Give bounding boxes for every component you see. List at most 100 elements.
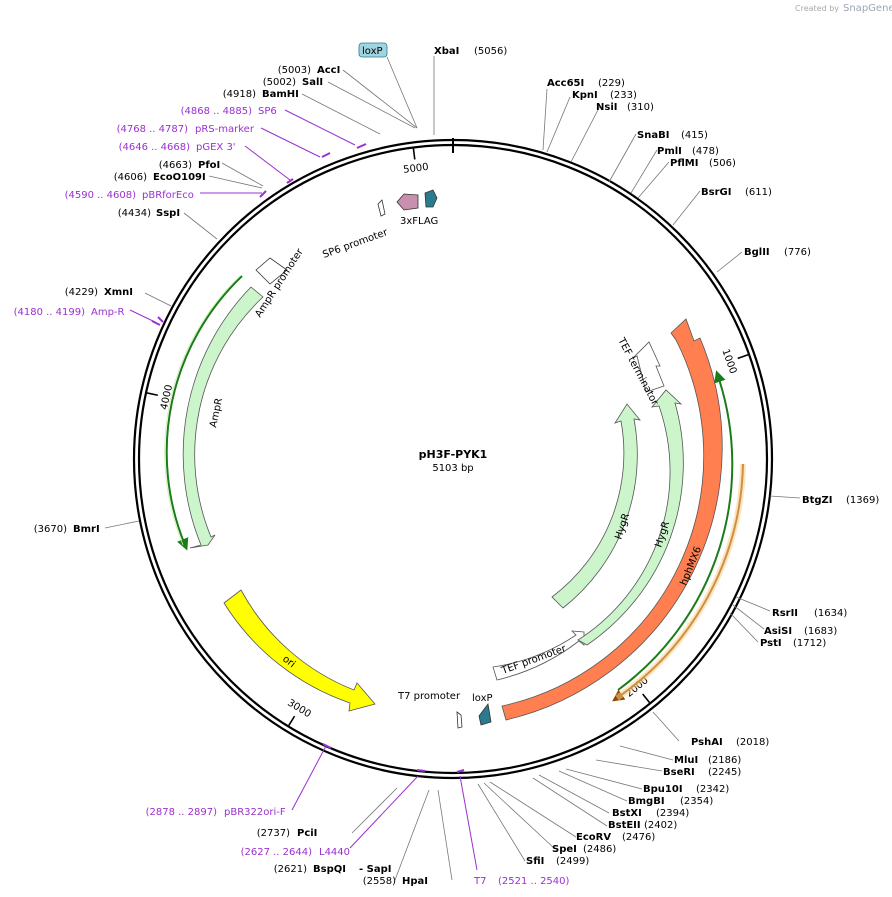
feature-arrow-pink (396, 193, 419, 211)
primer-name: T7 (473, 876, 486, 887)
map-title: pH3F-PYK1 5103 bp (419, 448, 488, 474)
site-name: PfoI (198, 160, 220, 171)
primer-name: Amp-R (91, 307, 125, 318)
backbone-tick-label: 3000 (285, 698, 312, 721)
site-name: BspQI (313, 864, 346, 875)
orf-ampr (165, 275, 243, 551)
site-alias: - SapI (359, 864, 391, 875)
feature-arc-ori (223, 589, 376, 712)
site-name: PshAI (691, 737, 723, 748)
site-pos: (478) (692, 146, 719, 157)
site-name: RsrII (772, 608, 798, 619)
site-name: BglII (744, 247, 770, 258)
features (164, 189, 746, 729)
feature-label-sp6-promoter: SP6 promoter (321, 227, 390, 261)
primer-name: SP6 (258, 106, 277, 117)
site-pos: (310) (627, 102, 654, 113)
feature-label-ampr-promoter: AmpR promoter (253, 246, 306, 319)
site-name: BseRI (663, 767, 695, 778)
site-pos: (229) (598, 78, 625, 89)
site-name: SnaBI (637, 130, 669, 141)
plasmid-name: pH3F-PYK1 (419, 448, 488, 461)
site-pos: (233) (610, 90, 637, 101)
site-pos: (2186) (708, 755, 741, 766)
primer-name: pBR322ori-F (224, 807, 286, 818)
site-name: XmnI (104, 287, 133, 298)
site-name: SpeI (552, 844, 577, 855)
primer-name: pBRforEco (142, 190, 194, 201)
feature-arc-hygr-inner (551, 403, 641, 609)
credit-prefix: Created by (795, 4, 839, 13)
site-pos: (2402) (644, 820, 677, 831)
feature-label-ampr: AmpR (208, 397, 225, 429)
site-name: BstXI (612, 808, 642, 819)
site-name: SalI (302, 77, 323, 88)
site-name: BtgZI (802, 495, 833, 506)
primer-labels: (4868 .. 4885) SP6 (4768 .. 4787) pRS-ma… (14, 106, 570, 887)
site-name: Bpu10I (643, 784, 683, 795)
site-name: PflMI (670, 158, 698, 169)
loxp-top-box (358, 42, 388, 58)
orf-hygr-green (617, 370, 734, 691)
feature-arc-hygr-outer (577, 389, 684, 646)
site-pos: (1712) (793, 638, 826, 649)
backbone-tick (642, 693, 651, 704)
site-pos: (2342) (696, 784, 729, 795)
site-pos: (2245) (708, 767, 741, 778)
site-name: MluI (674, 755, 698, 766)
site-pos: (776) (784, 247, 811, 258)
site-pos: (3670) (34, 524, 67, 535)
feature-arc-hphmx6 (501, 318, 723, 721)
primer-range: (2878 .. 2897) (146, 807, 218, 818)
site-name: KpnI (572, 90, 598, 101)
feature-arrow-tef-terminator (632, 341, 665, 393)
site-name: PciI (297, 828, 317, 839)
primer-leaders (129, 109, 478, 871)
site-name: NsiI (596, 102, 617, 113)
backbone-tick (288, 715, 296, 726)
site-name: EcoRV (576, 832, 611, 843)
site-pos: (2354) (680, 796, 713, 807)
plasmid-length: 5103 bp (432, 463, 473, 474)
primer-name: L4440 (319, 847, 350, 858)
site-name: AccI (317, 65, 340, 76)
site-name: BsrGI (701, 187, 731, 198)
feature-arrow-sp6-promoter (377, 199, 386, 217)
site-name: BstEII (608, 820, 641, 831)
snapgene-credit: Created by SnapGene (795, 3, 892, 14)
site-pos: (2737) (257, 828, 290, 839)
feature-arrow-amp-promoter (255, 257, 288, 285)
site-pos: (506) (709, 158, 736, 169)
feature-label-t7-promoter: T7 promoter (397, 691, 461, 702)
backbone-tick (737, 354, 749, 360)
primer-range: (4590 .. 4608) (65, 190, 137, 201)
primer-range: (4868 .. 4885) (181, 106, 253, 117)
site-name: BmrI (73, 524, 100, 535)
site-pos: (5002) (263, 77, 296, 88)
site-name: SfiI (526, 856, 544, 867)
primer-range: (2627 .. 2644) (241, 847, 313, 858)
site-name: SspI (156, 208, 180, 219)
backbone-tick-label: 1000 (719, 348, 738, 376)
primer-marks (151, 143, 465, 773)
site-pos: (4606) (114, 172, 147, 183)
site-pos: (4663) (159, 160, 192, 171)
feature-arrow-t7-promoter (456, 711, 463, 729)
primer-range: (4768 .. 4787) (117, 124, 189, 135)
backbone-tick (146, 392, 158, 397)
site-name: EcoO109I (153, 172, 206, 183)
site-pos: (4918) (223, 89, 256, 100)
primer-name: pRS-marker (195, 124, 255, 135)
site-pos: (2394) (656, 808, 689, 819)
site-pos: (2499) (556, 856, 589, 867)
site-pos: (2621) (274, 864, 307, 875)
site-leaders (104, 56, 801, 881)
site-pos: (4229) (65, 287, 98, 298)
site-pos: (5056) (474, 46, 507, 57)
site-name: BmgBI (628, 796, 665, 807)
credit-brand: SnapGene (843, 3, 892, 14)
feature-label-3xflag: 3xFLAG (400, 216, 438, 227)
site-labels: XbaI (5056) (5003) AccI (5002) SalI (491… (34, 46, 880, 887)
site-pos: (2486) (583, 844, 616, 855)
feature-arrow-3xflag (424, 189, 438, 208)
